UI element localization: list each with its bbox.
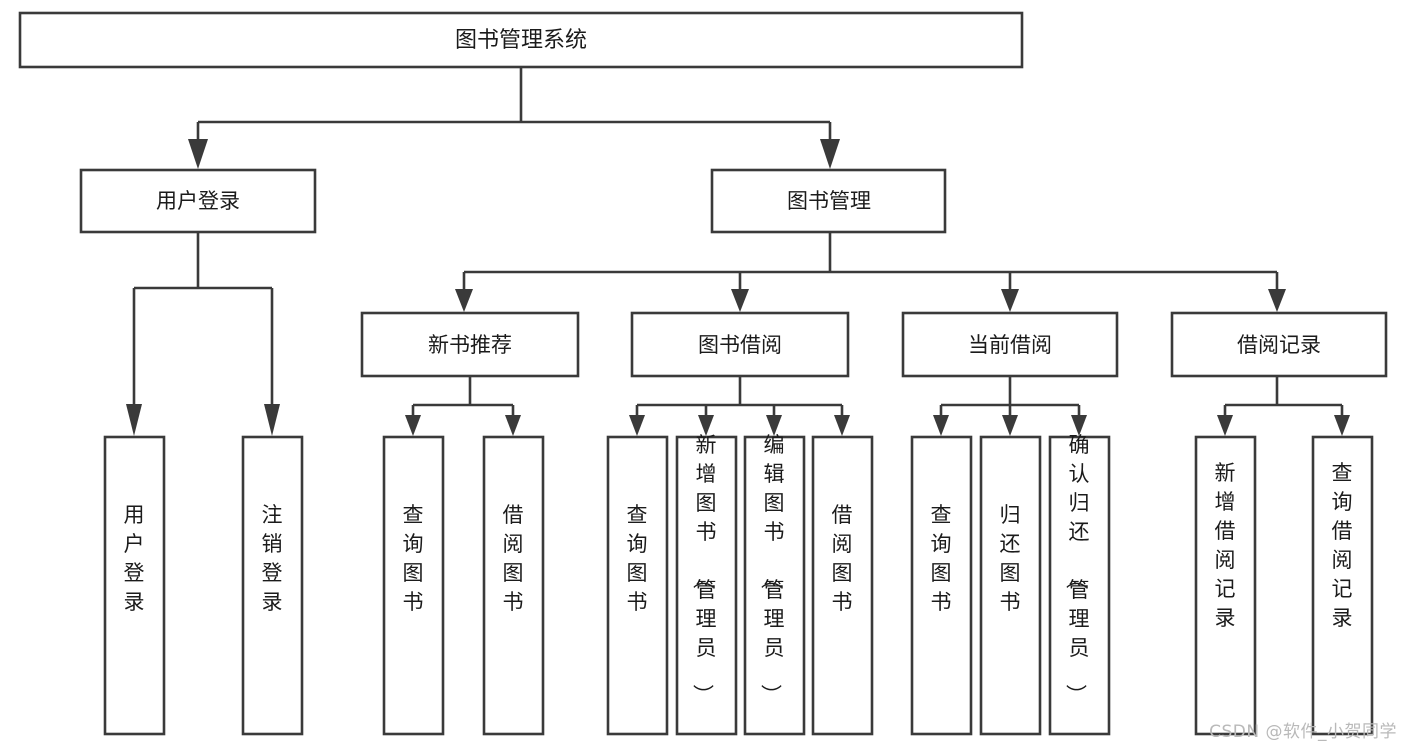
leaf-user-login-query[interactable]: 用户登录	[103, 435, 166, 736]
node-root[interactable]: 图书管理系统	[18, 11, 1024, 69]
leaf-newbook-borrow-book[interactable]: 借阅图书	[482, 435, 545, 736]
leaf-currentborrow-query-book-box[interactable]	[910, 435, 973, 736]
leaf-currentborrow-confirm-return-label: 确认归还（管理员）	[1064, 433, 1090, 705]
arrowhead-bookmgmt	[820, 139, 840, 169]
arrowhead-leaf-borrowrecord-1	[1217, 415, 1233, 436]
connector-group-bookmgmt	[455, 232, 1286, 312]
arrowhead-leaf-currentborrow-3	[1071, 415, 1087, 436]
leaf-newbook-query-book[interactable]: 查询图书	[382, 435, 445, 736]
arrowhead-new-book	[455, 289, 473, 312]
arrowhead-leaf-bookborrow-3	[766, 415, 782, 436]
node-new-book-recommend[interactable]: 新书推荐	[360, 311, 580, 378]
leaf-borrowrecord-query-record-label: 查询借阅记录	[1332, 461, 1353, 630]
leaf-bookborrow-borrow-book[interactable]: 借阅图书	[811, 435, 874, 736]
leaf-currentborrow-confirm-return-box[interactable]	[1048, 435, 1111, 736]
arrowhead-current-borrow	[1001, 289, 1019, 312]
arrowhead-leaf-user-login-1	[126, 404, 142, 436]
node-user-login[interactable]: 用户登录	[79, 168, 317, 234]
connector-group-newbook	[405, 376, 521, 436]
leaf-user-logout[interactable]: 注销登录	[241, 435, 304, 736]
leaf-borrowrecord-query-record-box[interactable]	[1311, 435, 1374, 736]
arrowhead-leaf-currentborrow-2	[1002, 415, 1018, 436]
node-new-book-recommend-label: 新书推荐	[428, 333, 512, 357]
leaf-newbook-query-book-box[interactable]	[382, 435, 445, 736]
leaf-bookborrow-edit-book-label: 编辑图书（管理员）	[759, 433, 785, 705]
leaf-bookborrow-edit-book[interactable]: 编辑图书（管理员）	[743, 433, 806, 736]
arrowhead-leaf-borrowrecord-2	[1334, 415, 1350, 436]
leaf-currentborrow-return-book-box[interactable]	[979, 435, 1042, 736]
leaf-bookborrow-edit-book-box[interactable]	[743, 435, 806, 736]
leaf-currentborrow-query-book-label: 查询图书	[931, 503, 952, 614]
leaf-borrowrecord-add-record-box[interactable]	[1194, 435, 1257, 736]
leaf-newbook-borrow-book-label: 借阅图书	[503, 503, 524, 614]
node-borrow-record-box[interactable]	[1170, 311, 1388, 378]
arrowhead-book-borrow	[731, 289, 749, 312]
leaf-currentborrow-query-book[interactable]: 查询图书	[910, 435, 973, 736]
node-new-book-recommend-box[interactable]	[360, 311, 580, 378]
leaf-newbook-query-book-label: 查询图书	[403, 503, 424, 614]
node-user-login-box[interactable]	[79, 168, 317, 234]
node-book-borrow[interactable]: 图书借阅	[630, 311, 850, 378]
node-current-borrow-box[interactable]	[901, 311, 1119, 378]
leaf-bookborrow-borrow-book-box[interactable]	[811, 435, 874, 736]
arrowhead-leaf-currentborrow-1	[933, 415, 949, 436]
csdn-watermark: CSDN @软件_小贺同学	[1209, 722, 1397, 742]
connector-group-root	[188, 67, 840, 169]
leaf-borrowrecord-add-record-label: 新增借阅记录	[1215, 461, 1236, 630]
arrowhead-borrow-record	[1268, 289, 1286, 312]
leaf-currentborrow-return-book[interactable]: 归还图书	[979, 435, 1042, 736]
node-borrow-record-label: 借阅记录	[1237, 333, 1321, 357]
node-book-management-label: 图书管理	[787, 189, 871, 213]
leaf-bookborrow-query-book-box[interactable]	[606, 435, 669, 736]
node-book-borrow-box[interactable]	[630, 311, 850, 378]
connector-group-bookborrow	[629, 376, 850, 436]
node-root-label: 图书管理系统	[455, 28, 587, 53]
leaf-borrowrecord-query-record[interactable]: 查询借阅记录	[1311, 435, 1374, 736]
node-book-management-box[interactable]	[710, 168, 947, 234]
leaf-newbook-borrow-book-box[interactable]	[482, 435, 545, 736]
leaf-currentborrow-confirm-return[interactable]: 确认归还（管理员）	[1048, 433, 1111, 736]
leaf-currentborrow-return-book-label: 归还图书	[1000, 503, 1021, 614]
leaf-borrowrecord-add-record[interactable]: 新增借阅记录	[1194, 435, 1257, 736]
leaf-user-login-query-box[interactable]	[103, 435, 166, 736]
node-book-management[interactable]: 图书管理	[710, 168, 947, 234]
node-borrow-record[interactable]: 借阅记录	[1170, 311, 1388, 378]
arrowhead-leaf-bookborrow-4	[834, 415, 850, 436]
leaf-user-logout-label: 注销登录	[262, 503, 283, 614]
node-root-box[interactable]	[18, 11, 1024, 69]
leaf-user-logout-box[interactable]	[241, 435, 304, 736]
connector-group-userlogin	[126, 232, 280, 436]
arrowhead-leaf-bookborrow-1	[629, 415, 645, 436]
leaf-bookborrow-add-book-label: 新增图书（管理员）	[691, 433, 717, 705]
node-current-borrow[interactable]: 当前借阅	[901, 311, 1119, 378]
arrowhead-userlogin	[188, 139, 208, 169]
arrowhead-leaf-newbook-1	[405, 415, 421, 436]
connector-group-currentborrow	[933, 376, 1087, 436]
arrowhead-leaf-user-login-2	[264, 404, 280, 436]
connector-group-borrowrecord	[1217, 376, 1350, 436]
arrowhead-leaf-newbook-2	[505, 415, 521, 436]
node-book-borrow-label: 图书借阅	[698, 333, 782, 357]
arrowhead-leaf-bookborrow-2	[698, 415, 714, 436]
leaf-bookborrow-query-book[interactable]: 查询图书	[606, 435, 669, 736]
leaf-bookborrow-query-book-label: 查询图书	[627, 503, 648, 614]
leaf-bookborrow-borrow-book-label: 借阅图书	[832, 503, 853, 614]
leaf-bookborrow-add-book[interactable]: 新增图书（管理员）	[675, 433, 738, 736]
node-user-login-label: 用户登录	[156, 189, 240, 213]
leaf-bookborrow-add-book-box[interactable]	[675, 435, 738, 736]
node-current-borrow-label: 当前借阅	[968, 333, 1052, 357]
leaf-user-login-query-label: 用户登录	[124, 503, 145, 614]
